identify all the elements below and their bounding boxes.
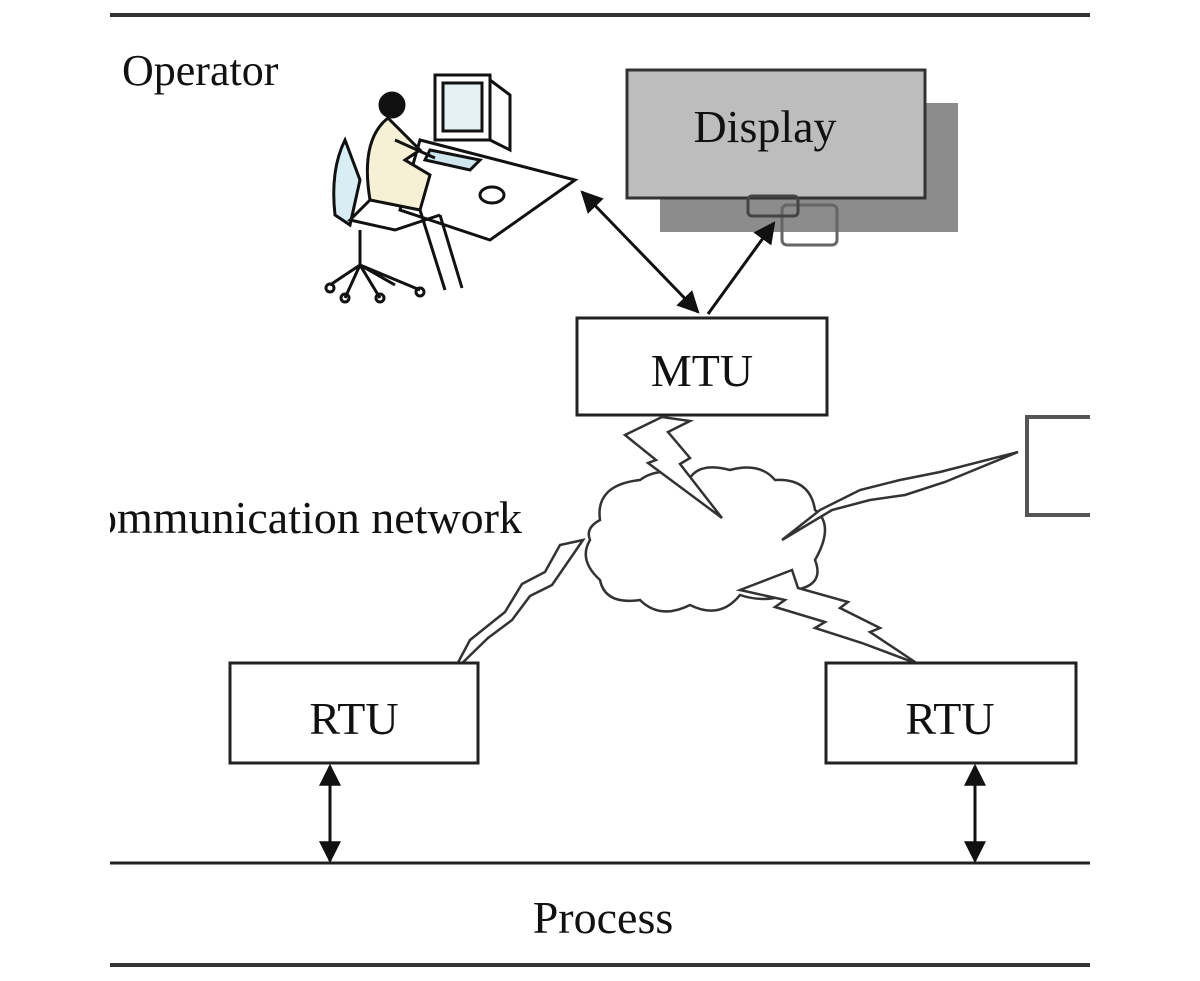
- operator-label: Operator: [122, 46, 279, 95]
- network-label: Communication network: [63, 492, 522, 543]
- display-node: Display: [625, 68, 958, 247]
- rtu-right-box: [824, 661, 1078, 765]
- rtu-left-label: RTU: [309, 693, 398, 744]
- mtu-box: [575, 316, 829, 417]
- process-label: Process: [533, 892, 674, 943]
- lightning-link-mtu: [622, 415, 723, 520]
- lightning-link-partial: [781, 450, 1019, 542]
- operator-mtu-arrow: [580, 190, 700, 314]
- partial-node-box: [1025, 415, 1090, 517]
- rtu-left-box: [228, 661, 480, 765]
- lightning-link-rtu-right: [735, 568, 919, 666]
- operator-at-computer-icon: [324, 73, 579, 304]
- lightning-link-rtu-left: [451, 538, 586, 673]
- mtu-display-arrow: [706, 221, 776, 315]
- display-label: Display: [693, 101, 836, 152]
- rtu-right-label: RTU: [905, 693, 994, 744]
- mtu-label: MTU: [651, 345, 753, 396]
